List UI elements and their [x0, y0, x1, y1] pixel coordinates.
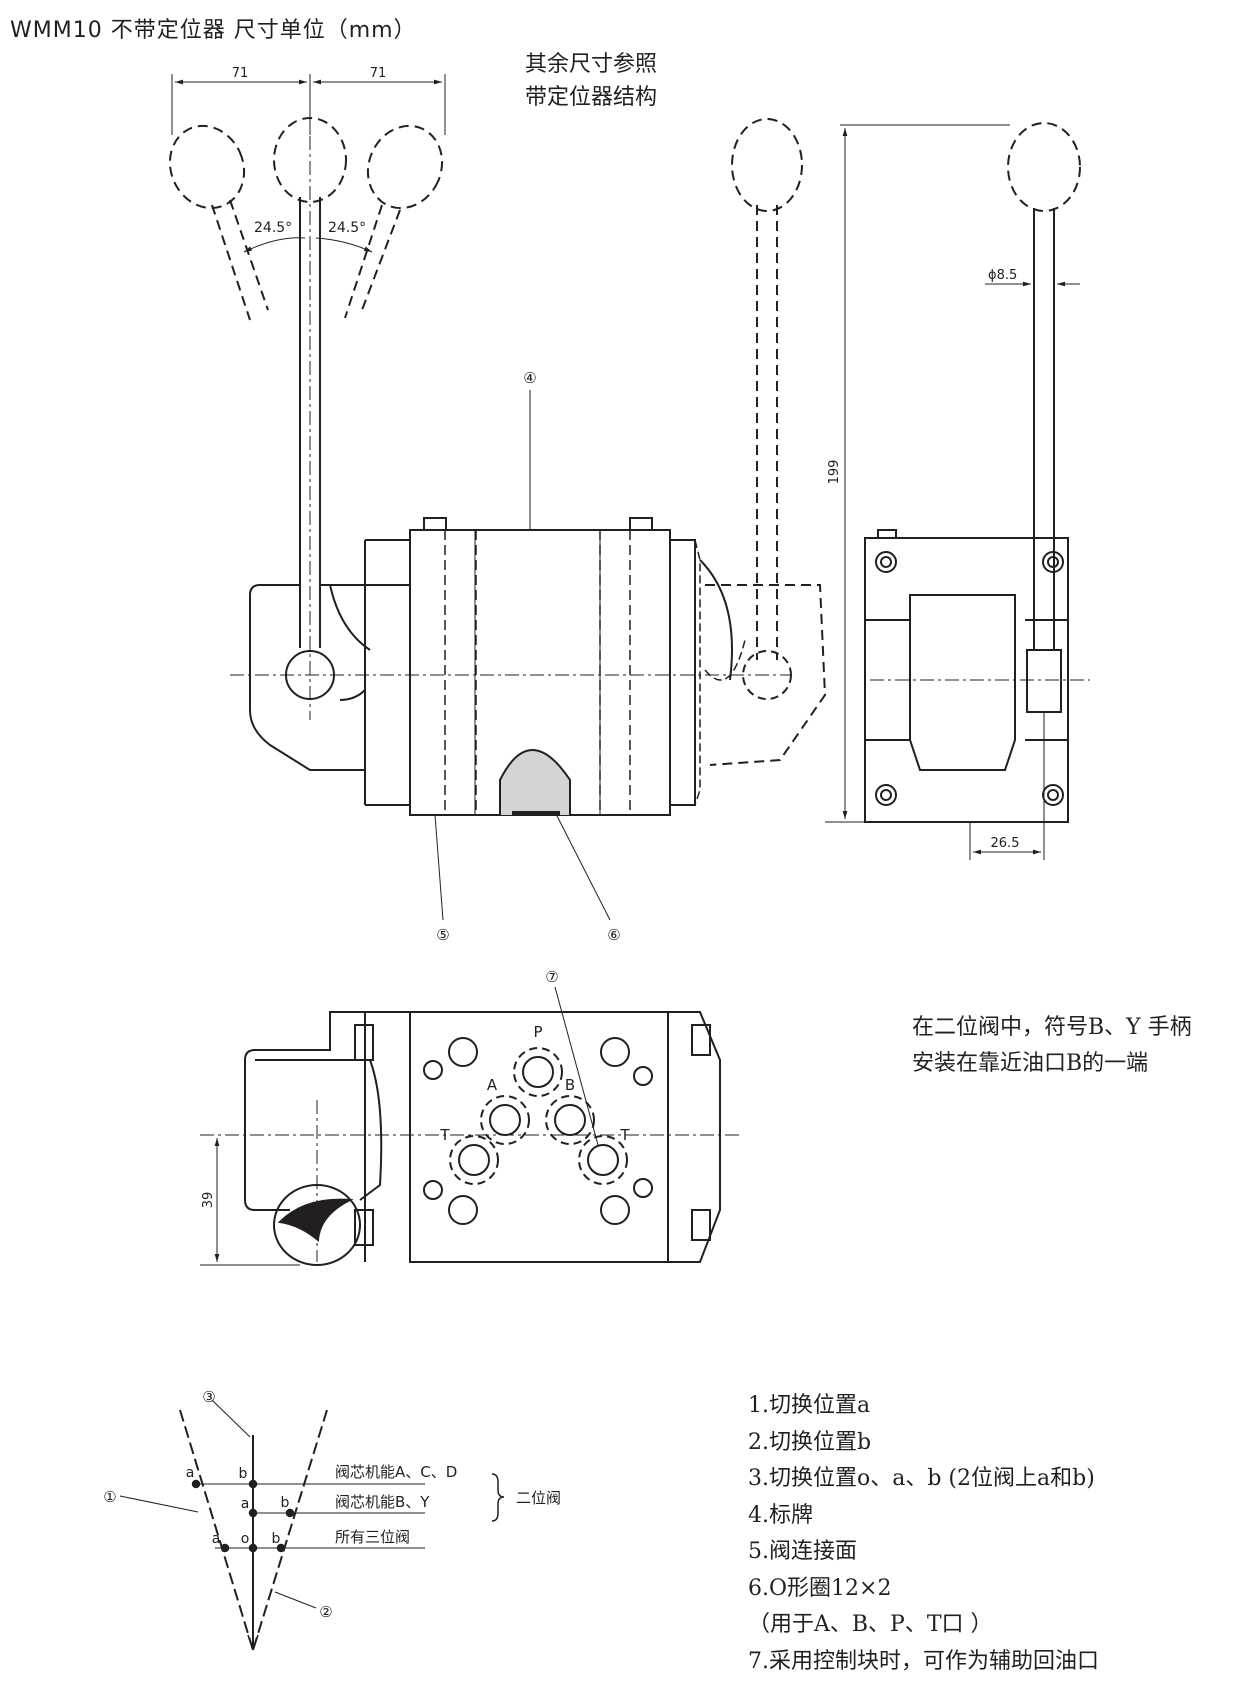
dim-offset: 26.5: [991, 836, 1020, 851]
note-top: 其余尺寸参照 带定位器结构: [525, 48, 657, 114]
switch-diagram: [119, 1399, 505, 1651]
switch-label-a1: a: [186, 1465, 195, 1481]
switch-row-1: 阀芯机能A、C、D: [335, 1463, 457, 1481]
legend-item-2: 2.切换位置b: [748, 1429, 872, 1455]
legend-item-4: 4.标牌: [748, 1502, 813, 1528]
switch-label-b1: b: [239, 1466, 248, 1482]
callout-7: ⑦: [545, 968, 558, 986]
port-a-label: A: [487, 1076, 498, 1094]
legend-item-1: 1.切换位置a: [748, 1393, 871, 1418]
callout-4: ④: [523, 369, 536, 387]
note-top-line-1: 其余尺寸参照: [525, 52, 658, 77]
callout-1: ①: [103, 1488, 116, 1506]
note-right-line-1: 在二位阀中，符号B、Y 手柄: [912, 1015, 1192, 1040]
switch-label-b3: b: [272, 1531, 281, 1547]
legend-item-3: 3.切换位置o、a、b (2位阀上a和b): [748, 1466, 1095, 1491]
switch-bracket-label: 二位阀: [516, 1489, 561, 1507]
switch-label-b2: b: [281, 1495, 290, 1511]
front-view: 71 71 24.5° 24.5°: [168, 66, 827, 944]
port-t-right-label: T: [619, 1126, 630, 1144]
side-view: 199 ϕ8.5 26.5: [825, 122, 1090, 860]
switch-row-2: 阀芯机能B、Y: [335, 1493, 430, 1511]
note-right: 在二位阀中，符号B、Y 手柄 安装在靠近油口B的一端: [912, 1010, 1192, 1082]
dim-angle-right: 24.5°: [328, 220, 366, 236]
plan-view: 39 P A B T T ⑦: [200, 968, 740, 1266]
switch-label-a2: a: [241, 1496, 250, 1512]
dim-rod-diameter: ϕ8.5: [988, 268, 1017, 283]
dim-pitch-left: 71: [232, 66, 249, 81]
switch-label-o: o: [241, 1531, 250, 1547]
port-p-label: P: [533, 1023, 542, 1041]
dim-angle-left: 24.5°: [254, 220, 292, 236]
legend-item-6-note: （用于A、B、P、T口 ）: [748, 1612, 993, 1637]
port-b-label: B: [565, 1076, 575, 1094]
drawing-title: WMM10 不带定位器 尺寸单位（mm）: [10, 18, 417, 43]
switch-diagram-labels: a b a b a o b 阀芯机能A、C、D 阀芯机能B、Y 所有三位阀 二位…: [103, 1388, 561, 1621]
callout-6: ⑥: [607, 926, 620, 944]
dim-port-height: 39: [201, 1192, 216, 1209]
legend-list: 1.切换位置a 2.切换位置b 3.切换位置o、a、b (2位阀上a和b) 4.…: [748, 1388, 1099, 1680]
dim-height: 199: [827, 460, 842, 485]
switch-label-a3: a: [212, 1531, 221, 1547]
port-t-left-label: T: [439, 1126, 450, 1144]
callout-2: ②: [319, 1603, 332, 1621]
switch-row-3: 所有三位阀: [335, 1528, 410, 1546]
callout-3: ③: [202, 1388, 215, 1406]
dim-pitch-right: 71: [370, 66, 387, 81]
callout-5: ⑤: [436, 926, 449, 944]
legend-item-6: 6.O形圈12×2: [748, 1575, 892, 1601]
note-right-line-2: 安装在靠近油口B的一端: [912, 1051, 1149, 1076]
legend-item-5: 5.阀连接面: [748, 1539, 857, 1564]
legend-item-7: 7.采用控制块时，可作为辅助回油口: [748, 1648, 1099, 1674]
note-top-line-2: 带定位器结构: [525, 85, 658, 110]
